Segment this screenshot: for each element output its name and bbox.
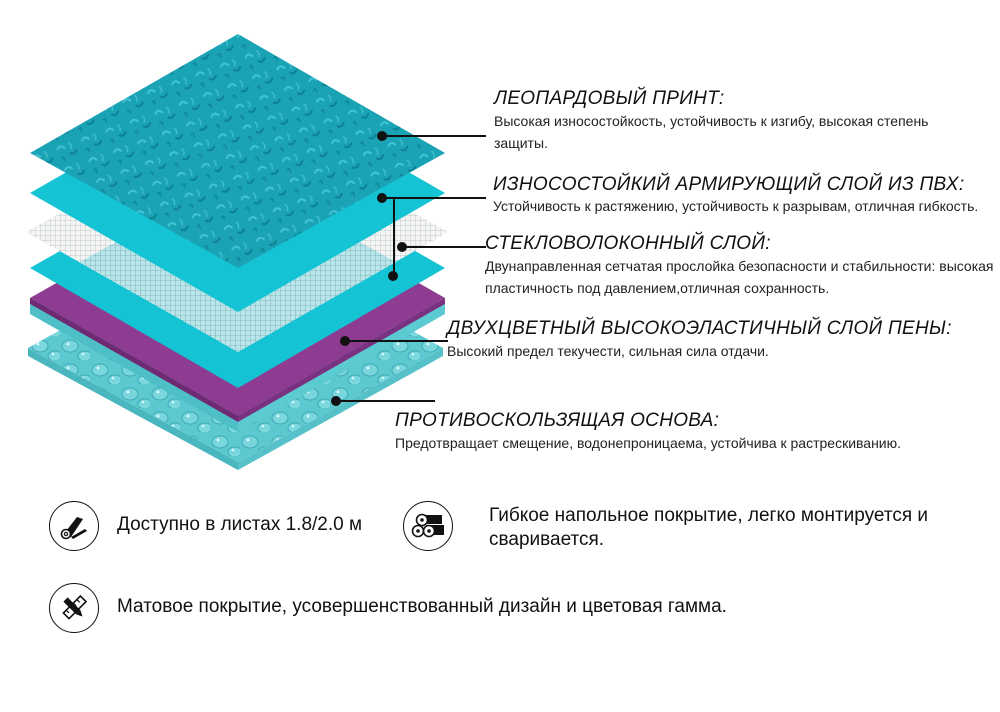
layer-leopard-print <box>30 34 445 268</box>
layer-title: ПРОТИВОСКОЛЬЗЯЩАЯ ОСНОВА: <box>395 410 720 431</box>
roll-sheet-icon <box>49 501 99 551</box>
layer-title: ДВУХЦВЕТНЫЙ ВЫСОКОЭЛАСТИЧНЫЙ СЛОЙ ПЕНЫ: <box>447 318 952 339</box>
feature-text: Доступно в листах 1.8/2.0 м <box>117 514 363 535</box>
layer-description: Устойчивость к растяжению, устойчивость … <box>493 198 979 214</box>
rolls-stack-icon <box>403 501 453 551</box>
feature-text: Матовое покрытие, усовершенствованный ди… <box>117 596 727 617</box>
leader-lines <box>331 131 486 406</box>
pencil-ruler-icon <box>49 583 99 633</box>
layer-title: ИЗНОСОСТОЙКИЙ АРМИРУЮЩИЙ СЛОЙ ИЗ ПВХ: <box>493 174 965 195</box>
feature-flexible: Гибкое напольное покрытие, легко монтиру… <box>403 501 963 552</box>
layer-description: Двунаправленная сетчатая прослойка безоп… <box>485 258 994 296</box>
label-anti-slip-base: ПРОТИВОСКОЛЬЗЯЩАЯ ОСНОВА: Предотвращает … <box>395 410 995 454</box>
layer-title: СТЕКЛОВОЛОКОННЫЙ СЛОЙ: <box>485 233 771 254</box>
layer-description: Высокий предел текучести, сильная сила о… <box>447 343 769 359</box>
layer-description: Предотвращает смещение, водонепроницаема… <box>395 435 902 451</box>
feature-matte-finish: Матовое покрытие, усовершенствованный ди… <box>49 583 727 633</box>
feature-sheet-size: Доступно в листах 1.8/2.0 м <box>49 501 362 551</box>
label-pvc-reinforced: ИЗНОСОСТОЙКИЙ АРМИРУЮЩИЙ СЛОЙ ИЗ ПВХ: Ус… <box>493 174 983 216</box>
feature-text: Гибкое напольное покрытие, легко монтиру… <box>489 505 929 550</box>
layer-description: Высокая износостойкость, устойчивость к … <box>494 113 929 151</box>
label-fiberglass: СТЕКЛОВОЛОКОННЫЙ СЛОЙ: Двунаправленная с… <box>485 233 1000 299</box>
layer-title: ЛЕОПАРДОВЫЙ ПРИНТ: <box>494 88 725 109</box>
label-leopard-print: ЛЕОПАРДОВЫЙ ПРИНТ: Высокая износостойкос… <box>494 88 974 154</box>
label-foam: ДВУХЦВЕТНЫЙ ВЫСОКОЭЛАСТИЧНЫЙ СЛОЙ ПЕНЫ: … <box>447 318 997 362</box>
